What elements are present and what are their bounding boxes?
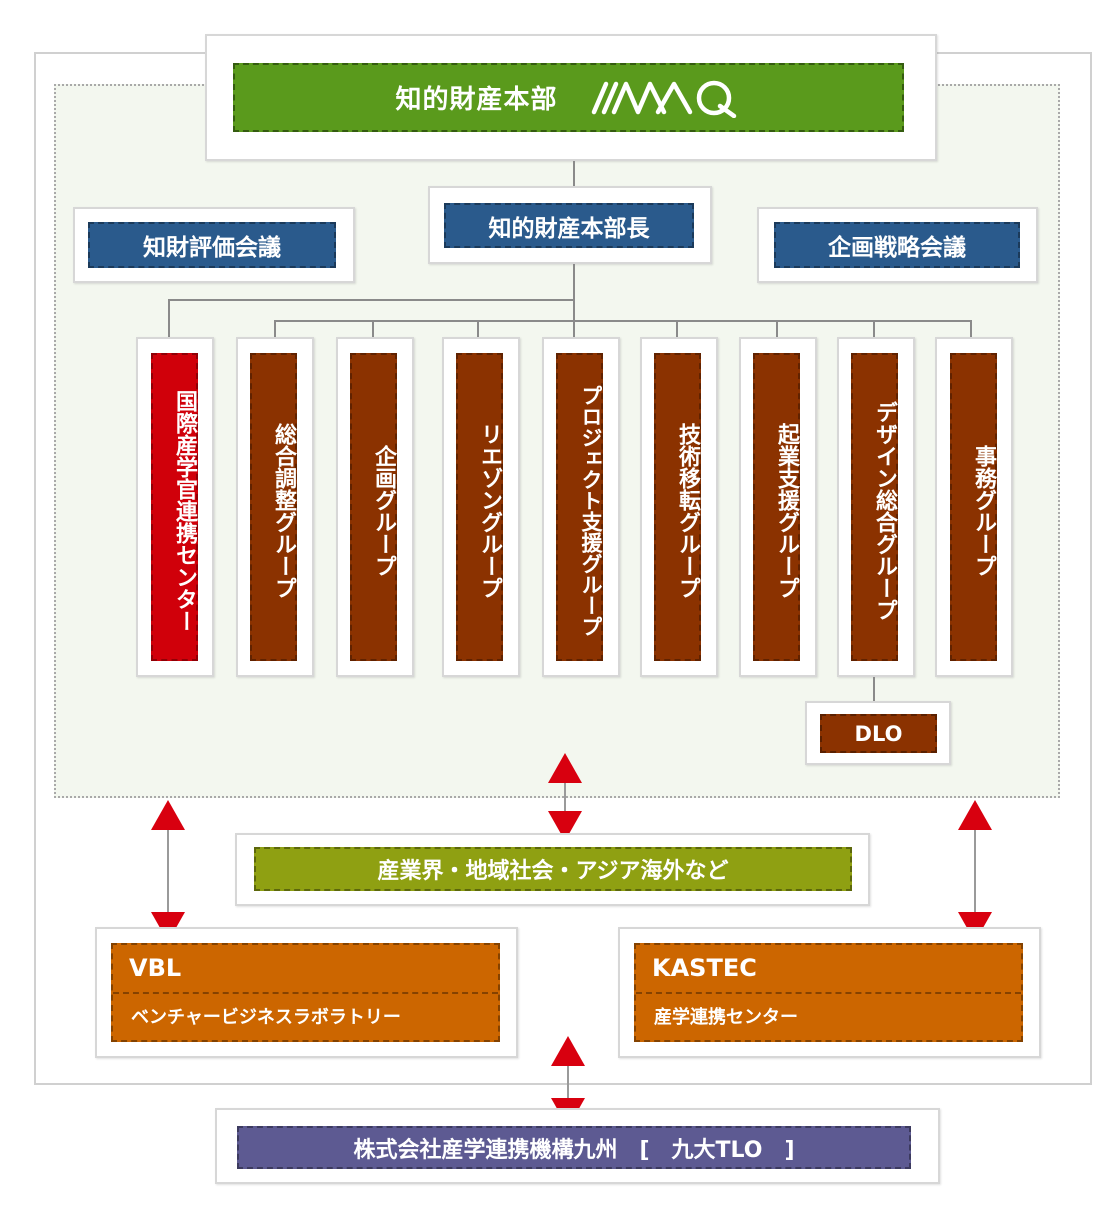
group-international-center[interactable]: 国際産学官連携センター	[151, 353, 198, 661]
bidirectional-arrow-icon	[548, 753, 582, 783]
bidirectional-arrow-icon	[551, 1036, 585, 1066]
group-liaison[interactable]: リエゾングループ	[456, 353, 503, 661]
connector-g9	[970, 320, 972, 339]
connector-header-director	[573, 161, 575, 187]
planning-strategy-council[interactable]: 企画戦略会議	[774, 222, 1020, 268]
bidirectional-arrow-icon	[151, 800, 185, 830]
connector-g3	[372, 320, 374, 339]
connector-design-dlo	[873, 677, 875, 702]
vbl-box[interactable]: VBL ベンチャービジネスラボラトリー	[111, 943, 500, 1042]
arrow-shaft-left	[167, 830, 169, 914]
industry-box[interactable]: 産業界・地域社会・アジア海外など	[254, 847, 852, 891]
arrow-shaft-center-top	[564, 783, 566, 813]
kastec-title: KASTEC	[636, 945, 1021, 994]
group-startup-support[interactable]: 起業支援グループ	[753, 353, 800, 661]
group-general-coordination[interactable]: 総合調整グループ	[250, 353, 297, 661]
connector-director-down	[573, 264, 575, 321]
kastec-subtitle: 産学連携センター	[654, 1007, 798, 1028]
tlo-box[interactable]: 株式会社産学連携機構九州 [ 九大TLO ]	[237, 1126, 911, 1169]
kastec-box[interactable]: KASTEC 産学連携センター	[634, 943, 1023, 1042]
group-project-support[interactable]: プロジェクト支援グループ	[556, 353, 603, 661]
group-technology-transfer[interactable]: 技術移転グループ	[654, 353, 701, 661]
director-box[interactable]: 知的財産本部長	[444, 203, 694, 248]
arrow-shaft-bottom	[567, 1066, 569, 1102]
group-administration[interactable]: 事務グループ	[950, 353, 997, 661]
connector-top-bar	[168, 299, 574, 301]
connector-g8	[873, 320, 875, 339]
group-design[interactable]: デザイン総合グループ	[851, 353, 898, 661]
imaq-logo-icon	[591, 80, 736, 118]
headquarters-header[interactable]: 知的財産本部	[233, 63, 904, 132]
connector-g4	[477, 320, 479, 339]
vbl-title: VBL	[113, 945, 498, 994]
connector-g7	[776, 320, 778, 339]
connector-g6	[676, 320, 678, 339]
bidirectional-arrow-icon	[958, 800, 992, 830]
connector-g2	[274, 320, 276, 339]
connector-international	[168, 299, 170, 339]
connector-g5	[573, 320, 575, 339]
vbl-subtitle: ベンチャービジネスラボラトリー	[131, 1007, 401, 1028]
headquarters-title: 知的財産本部	[395, 85, 558, 115]
group-planning[interactable]: 企画グループ	[350, 353, 397, 661]
dlo-box[interactable]: DLO	[820, 714, 937, 753]
connector-group-bar	[274, 320, 970, 322]
ip-evaluation-council[interactable]: 知財評価会議	[88, 222, 336, 268]
imaq-logo	[586, 78, 742, 118]
arrow-shaft-right	[974, 830, 976, 914]
